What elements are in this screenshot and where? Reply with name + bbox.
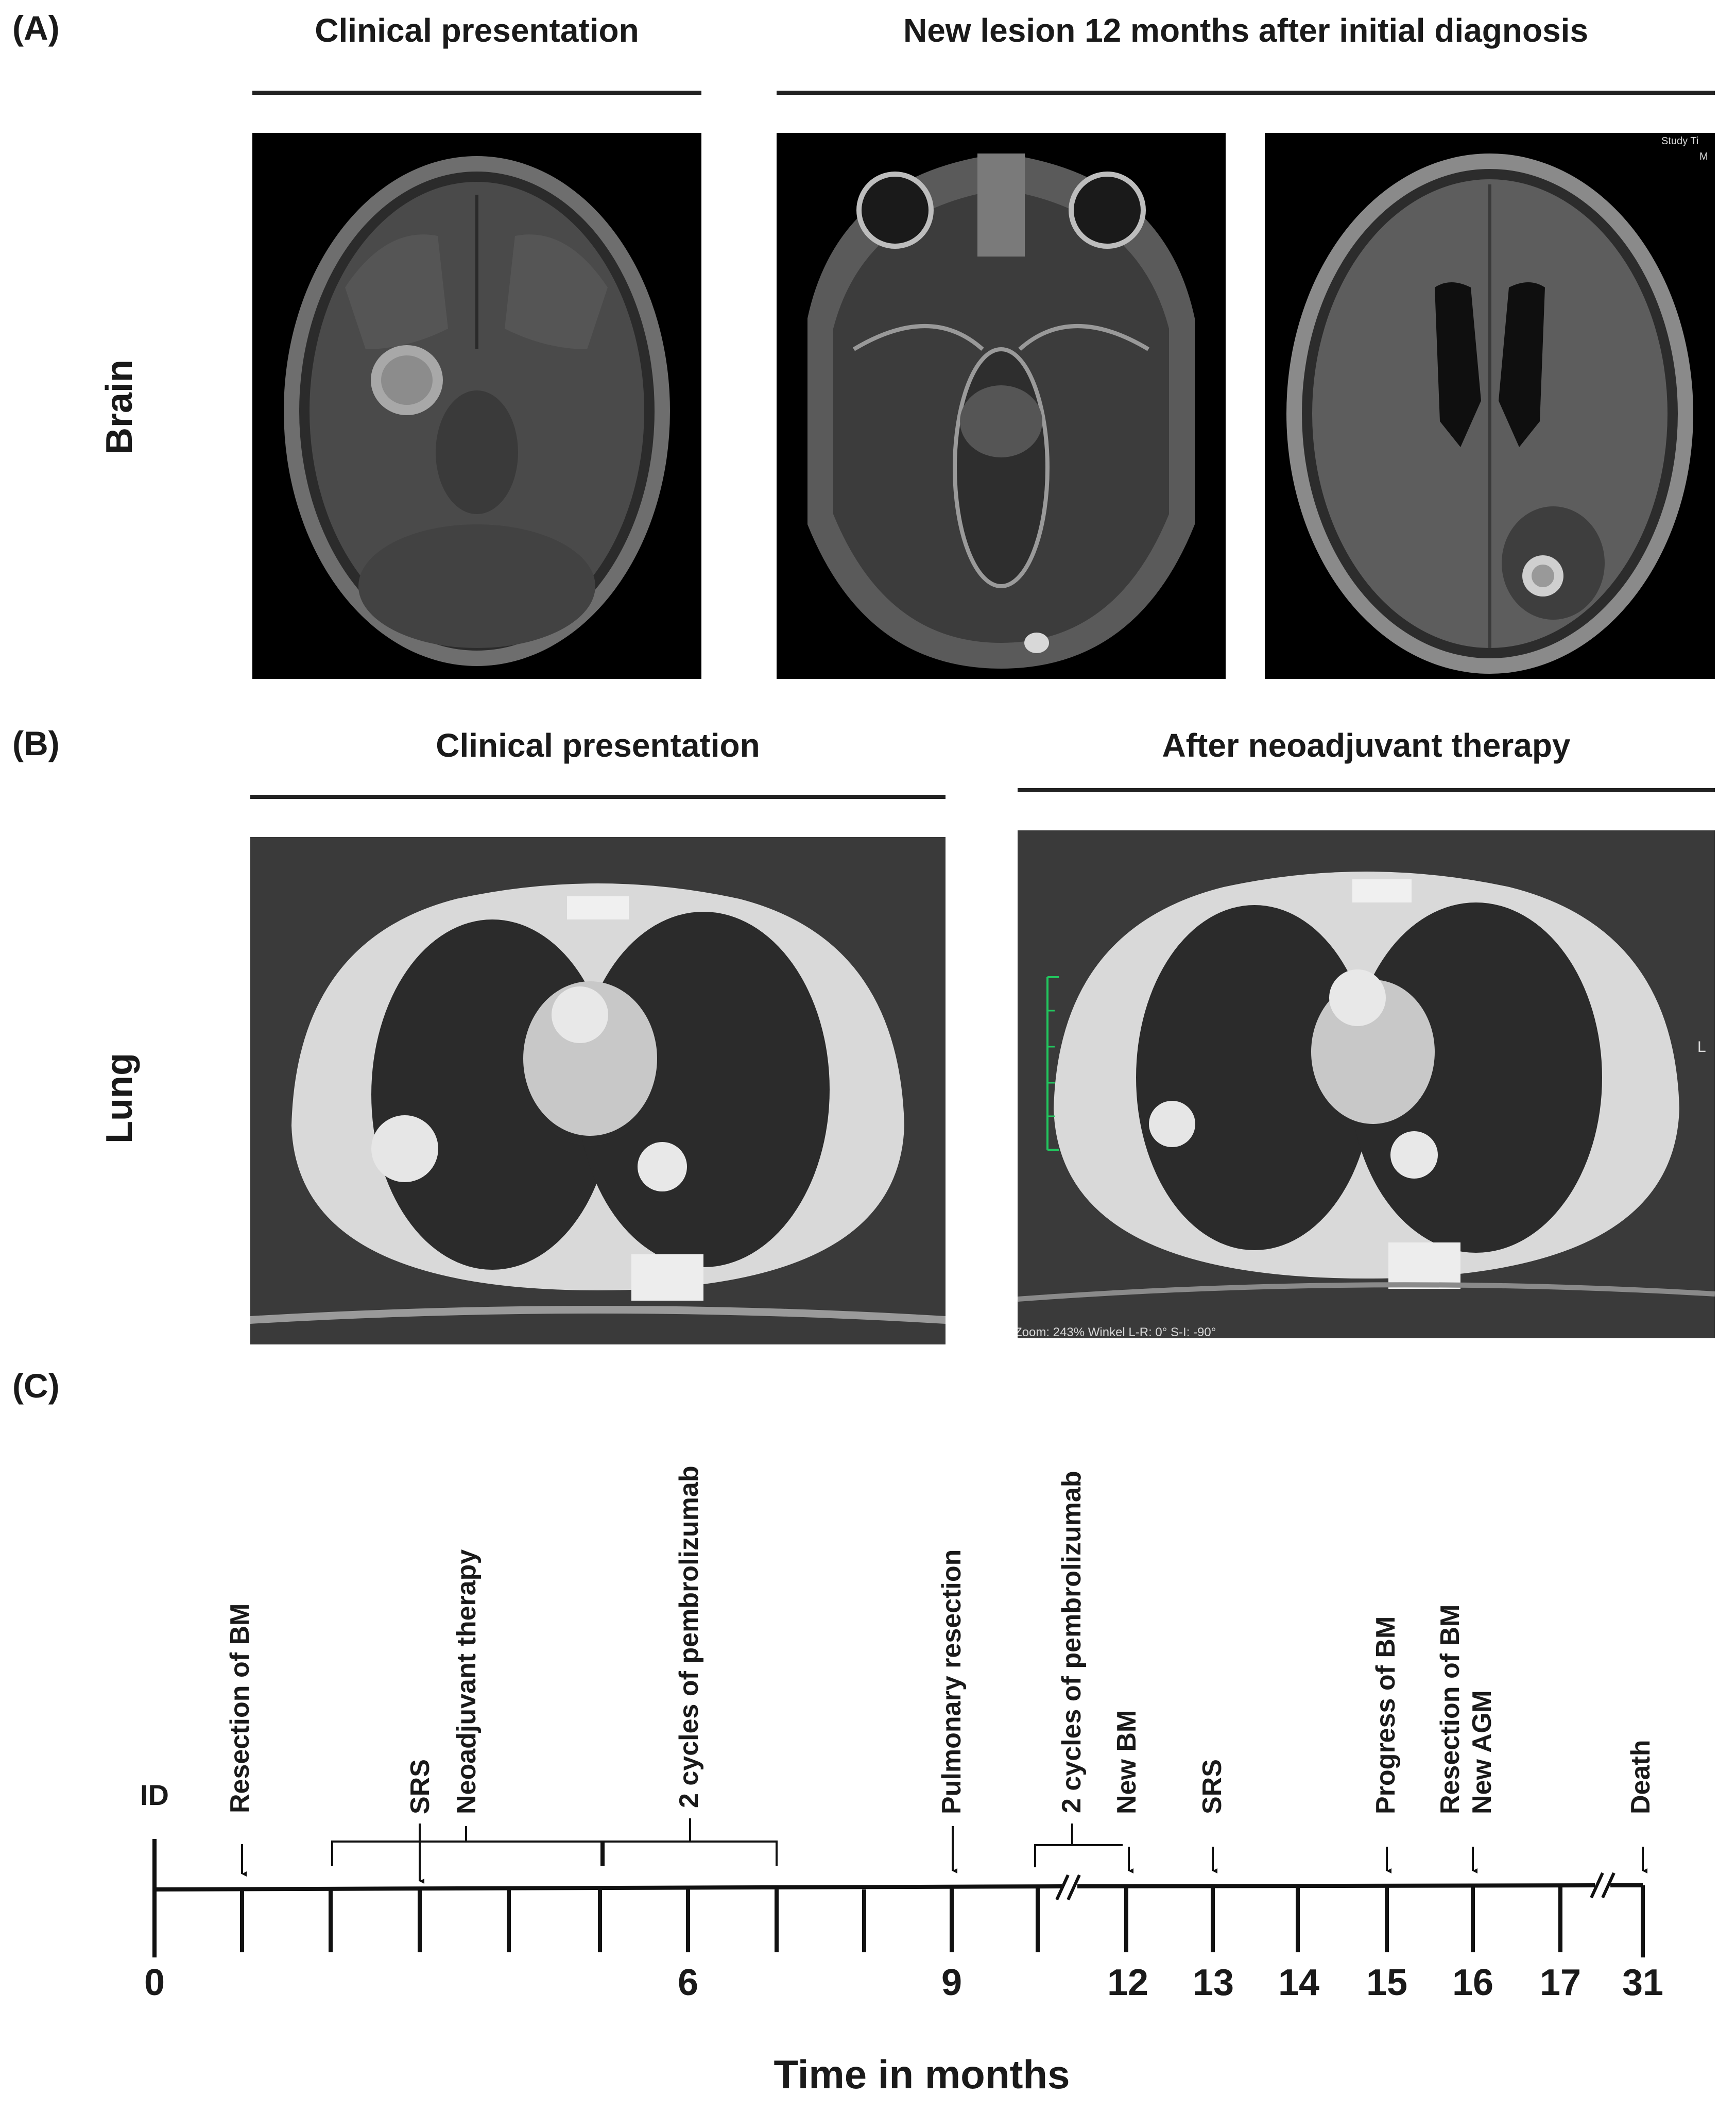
tick-label-13: 13 bbox=[1193, 1962, 1234, 2003]
panel-b-heading-left: Clinical presentation bbox=[436, 727, 760, 764]
bracket-pembrolizumab-1 bbox=[603, 1841, 778, 1866]
tick-label-6: 6 bbox=[678, 1962, 699, 2003]
panel-b-rule-left bbox=[250, 795, 946, 799]
tick-label-17: 17 bbox=[1540, 1962, 1582, 2003]
event-label-pulmonary-resection: Pulmonary resection bbox=[937, 1549, 967, 1814]
brain-mri-image-followup-1 bbox=[777, 133, 1226, 679]
tick-label-31: 31 bbox=[1622, 1962, 1664, 2003]
event-label-srs-2: SRS bbox=[1197, 1759, 1227, 1814]
brain-mri-image-followup-2: Study Ti M bbox=[1265, 133, 1715, 679]
bracket-neoadjuvant-therapy bbox=[331, 1841, 603, 1866]
lung-ct-overlay-zoom: Zoom: 243% Winkel L-R: 0° S-I: -90° bbox=[1018, 1325, 1216, 1338]
panel-a-rule-left bbox=[252, 91, 701, 95]
panel-a-letter: (A) bbox=[12, 9, 60, 47]
brain-mri-image-initial bbox=[252, 133, 701, 679]
panel-b-heading-right: After neoadjuvant therapy bbox=[1162, 727, 1571, 764]
brain-mri-overlay-text-2: M bbox=[1699, 151, 1708, 162]
panel-a-rule-right bbox=[777, 91, 1715, 95]
event-label-new-agm: New AGM bbox=[1467, 1690, 1497, 1814]
event-label-progress-bm: Progress of BM bbox=[1371, 1616, 1401, 1814]
tick-label-15: 15 bbox=[1366, 1962, 1408, 2003]
panel-c-letter: (C) bbox=[12, 1367, 60, 1405]
panel-a-heading-right: New lesion 12 months after initial diagn… bbox=[903, 12, 1589, 49]
event-label-pembrolizumab-2: 2 cycles of pembrolizumab bbox=[1057, 1471, 1087, 1813]
lung-ct-image-initial bbox=[250, 837, 946, 1344]
panel-a-heading-left: Clinical presentation bbox=[315, 12, 639, 49]
panel-b-rule-right bbox=[1018, 788, 1715, 792]
event-label-resection-bm-2: Resection of BM bbox=[1435, 1604, 1465, 1814]
panel-b-letter: (B) bbox=[12, 724, 60, 762]
event-label-srs-1: SRS bbox=[405, 1759, 435, 1814]
timeline-start-label: ID bbox=[140, 1779, 169, 1811]
tick-label-12: 12 bbox=[1107, 1962, 1149, 2003]
event-label-neoadjuvant-therapy: Neoadjuvant therapy bbox=[452, 1549, 482, 1814]
lung-ct-image-after-therapy: L Zoom: 243% Winkel L-R: 0° S-I: -90° bbox=[1018, 830, 1715, 1338]
lung-ct-overlay-side: L bbox=[1697, 1038, 1706, 1055]
axis-break-2 bbox=[1590, 1872, 1615, 1899]
timeline-axis-segment-2 bbox=[1077, 1883, 1595, 1888]
event-label-new-bm: New BM bbox=[1112, 1710, 1142, 1814]
tick-label-14: 14 bbox=[1278, 1962, 1320, 2003]
event-label-resection-bm: Resection of BM bbox=[225, 1603, 255, 1813]
tick-label-9: 9 bbox=[941, 1962, 962, 2003]
brain-mri-overlay-text-1: Study Ti bbox=[1661, 135, 1698, 147]
axis-break-1 bbox=[1055, 1874, 1081, 1901]
timeline-axis-segment-1 bbox=[154, 1884, 1062, 1892]
tick-label-16: 16 bbox=[1452, 1962, 1494, 2003]
timeline-axis-title: Time in months bbox=[774, 2052, 1070, 2097]
event-label-pembrolizumab-1: 2 cycles of pembrolizumab bbox=[674, 1466, 704, 1808]
bracket-pembrolizumab-2 bbox=[1034, 1844, 1123, 1867]
event-label-death: Death bbox=[1626, 1740, 1656, 1814]
tick-label-0: 0 bbox=[144, 1962, 165, 2003]
